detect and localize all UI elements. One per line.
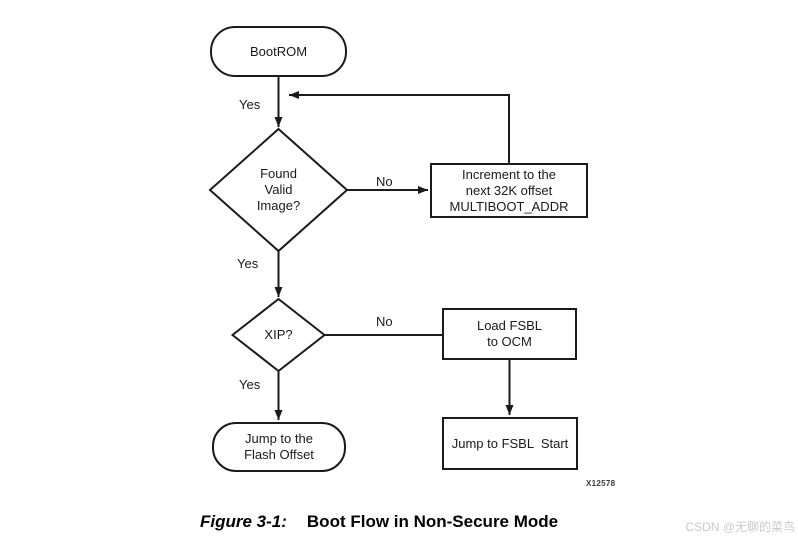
- jump-fsbl-start-process: Jump to FSBL Start: [442, 417, 578, 470]
- found-valid-image-decision: Found Valid Image?: [256, 166, 301, 213]
- edge-label-yes-bootrom: Yes: [239, 97, 261, 112]
- load-fsbl-process: Load FSBL to OCM: [442, 308, 577, 360]
- increment-multiboot-process: Increment to the next 32K offset MULTIBO…: [430, 163, 588, 218]
- figure-caption: Figure 3-1: Boot Flow in Non-Secure Mode: [200, 512, 558, 532]
- figure-reference-id: X12578: [586, 479, 616, 488]
- xip-decision: XIP?: [264, 327, 293, 342]
- edge-label-yes-xip: Yes: [239, 377, 261, 392]
- edge-label-no-xip: No: [376, 314, 393, 329]
- jump-flash-offset-terminator: Jump to the Flash Offset: [212, 422, 346, 472]
- csdn-watermark: CSDN @无聊的菜鸟: [685, 520, 795, 534]
- figure-caption-title: Boot Flow in Non-Secure Mode: [306, 512, 559, 531]
- bootrom-terminator: BootROM: [210, 26, 347, 77]
- edge-label-no-found: No: [376, 174, 393, 189]
- figure-caption-label: Figure 3-1:: [200, 512, 287, 531]
- edge-label-yes-found: Yes: [237, 256, 259, 271]
